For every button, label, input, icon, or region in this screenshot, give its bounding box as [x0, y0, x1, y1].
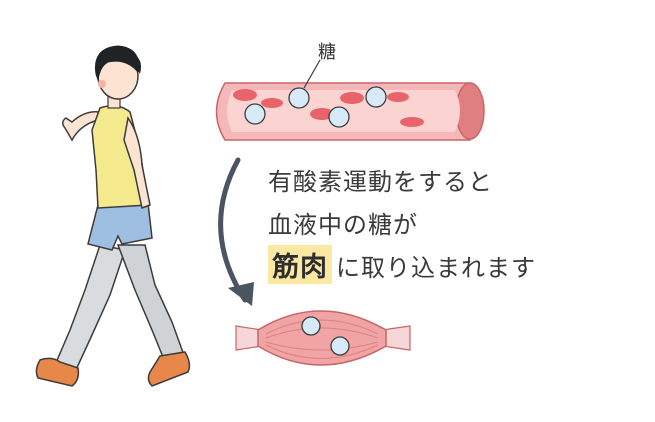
- hair-bun: [130, 54, 141, 74]
- shorts: [87, 202, 153, 251]
- back-leg: [53, 244, 126, 373]
- sugar-label: 糖: [318, 42, 336, 63]
- red-blood-cell: [233, 89, 257, 101]
- muscle-fiber: [265, 344, 379, 359]
- blood-vessel: [215, 59, 485, 141]
- hair: [94, 45, 140, 81]
- sugar-molecule: [288, 87, 310, 109]
- caption-line-2: 血液中の糖が: [268, 211, 418, 239]
- red-blood-cell: [387, 92, 409, 102]
- red-blood-cell: [261, 98, 283, 108]
- caption-line-3: 筋肉に取り込まれます: [268, 245, 536, 284]
- sugar-molecule: [365, 86, 387, 108]
- sugar-molecule: [328, 106, 350, 128]
- red-blood-cell: [400, 117, 424, 127]
- muscle-fiber: [265, 341, 379, 351]
- back-arm: [62, 110, 101, 142]
- curved-arrow: [218, 157, 254, 306]
- muscle-fiber: [265, 327, 379, 339]
- caption-line-3-rest: に取り込まれます: [336, 254, 536, 282]
- muscle: [235, 310, 411, 366]
- arrow-shaft: [218, 157, 248, 303]
- vessel-open-end: [455, 82, 485, 140]
- cheek: [98, 80, 106, 88]
- caption-line-1: 有酸素運動をすると: [268, 168, 493, 196]
- muscle-belly: [257, 310, 387, 366]
- sugar-molecule: [301, 316, 321, 336]
- front-shoe: [147, 351, 191, 387]
- sugar-molecule: [330, 336, 350, 356]
- arrow-head-icon: [228, 282, 254, 306]
- sugar-leader-line: [303, 59, 321, 89]
- walking-woman: [35, 45, 191, 387]
- red-blood-cell: [310, 108, 334, 120]
- front-arm: [123, 116, 151, 210]
- muscle-fiber: [265, 319, 379, 335]
- muscle-highlight: 筋肉: [268, 245, 332, 284]
- red-blood-cell: [340, 92, 364, 104]
- back-shoe: [35, 357, 80, 387]
- sugar-molecule: [244, 103, 266, 125]
- front-leg: [116, 244, 187, 363]
